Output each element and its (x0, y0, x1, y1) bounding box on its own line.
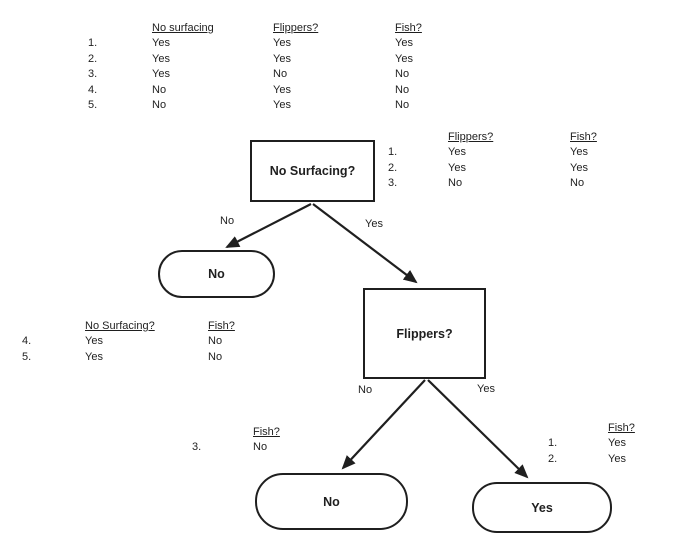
flippers-yes-subset-table: Fish? 1. Yes 2. Yes (548, 420, 668, 467)
table-cell: No (395, 83, 410, 96)
row-number: 1. (88, 37, 98, 50)
table-cell: Yes (395, 37, 413, 50)
column-header: Fish? (253, 425, 280, 438)
table-cell: No (570, 177, 585, 190)
node-label: No Surfacing? (269, 164, 356, 178)
table-cell: Yes (273, 52, 291, 65)
table-cell: Yes (152, 37, 170, 50)
table-cell: No (208, 335, 223, 348)
flippers-no-subset-table: Fish? 3. No (192, 424, 313, 455)
table-row: 3. Yes No No (88, 67, 455, 83)
table-row: 5. Yes No (22, 349, 268, 365)
table-cell: Yes (608, 437, 626, 450)
table-cell: No (253, 441, 268, 454)
row-number: 3. (388, 177, 398, 190)
table-cell: Yes (608, 452, 626, 465)
table-row: 1. Yes (548, 436, 668, 452)
table-cell: Yes (152, 52, 170, 65)
row-number: 1. (548, 437, 558, 450)
column-header: Flippers? (448, 130, 494, 143)
table-row: 2. Yes Yes (388, 160, 630, 176)
edge-flippers-no (341, 379, 426, 470)
table-cell: Yes (273, 99, 291, 112)
table-row: 1. Yes Yes Yes (88, 36, 455, 52)
column-header: Fish? (208, 319, 235, 332)
table-cell: Yes (273, 83, 291, 96)
leaf-node-no-left: No (158, 250, 275, 298)
column-header: No surfacing (152, 21, 214, 34)
table-row: 1. Yes Yes (388, 145, 630, 161)
flippers-decision-node: Flippers? (363, 288, 486, 379)
table-row: 3. No No (388, 176, 630, 192)
column-header: Flippers? (273, 21, 319, 34)
table-row: 2. Yes Yes Yes (88, 51, 455, 67)
row-number: 3. (192, 441, 202, 454)
table-cell: Yes (448, 161, 466, 174)
edge-label-root-yes: Yes (365, 218, 383, 230)
row-number: 2. (548, 452, 558, 465)
edge-label-flippers-yes: Yes (477, 383, 495, 395)
column-header: Fish? (395, 21, 422, 34)
column-header: Fish? (570, 130, 597, 143)
node-label: Yes (531, 500, 553, 515)
surfacing-yes-subset-table: Flippers? Fish? 1. Yes Yes 2. Yes Yes 3.… (388, 129, 630, 191)
node-label: No (323, 494, 340, 509)
row-number: 4. (88, 83, 98, 96)
table-cell: Yes (395, 52, 413, 65)
table-cell: Yes (570, 161, 588, 174)
row-number: 1. (388, 146, 398, 159)
table-cell: Yes (85, 350, 103, 363)
leaf-node-yes-bottom: Yes (472, 482, 612, 533)
table-cell: Yes (570, 146, 588, 159)
table-cell: No (395, 68, 410, 81)
table-cell: No (395, 99, 410, 112)
column-header: Fish? (608, 421, 635, 434)
edge-label-flippers-no: No (358, 384, 373, 396)
edge-root-no (225, 203, 312, 248)
table-cell: No (208, 350, 223, 363)
table-header-row: No Surfacing? Fish? (22, 318, 268, 334)
row-number: 2. (388, 161, 398, 174)
row-number: 4. (22, 335, 32, 348)
table-cell: Yes (152, 68, 170, 81)
node-label: Flippers? (396, 326, 453, 341)
row-number: 3. (88, 68, 98, 81)
row-number: 5. (88, 99, 98, 112)
table-header-row: Flippers? Fish? (388, 129, 630, 145)
leaf-node-no-bottom: No (255, 473, 408, 530)
table-row: 4. Yes No (22, 334, 268, 350)
surfacing-no-subset-table: No Surfacing? Fish? 4. Yes No 5. Yes No (22, 318, 268, 365)
table-cell: No (152, 83, 167, 96)
table-cell: Yes (85, 335, 103, 348)
row-number: 2. (88, 52, 98, 65)
table-cell: No (273, 68, 288, 81)
table-row: 2. Yes (548, 451, 668, 467)
table-row: 4. No Yes No (88, 82, 455, 98)
table-header-row: Fish? (548, 420, 668, 436)
table-row: 3. No (192, 440, 313, 456)
table-cell: Yes (448, 146, 466, 159)
root-decision-node: No Surfacing? (250, 140, 375, 202)
edge-label-root-no: No (220, 215, 235, 227)
full-dataset-table: No surfacing Flippers? Fish? 1. Yes Yes … (88, 20, 455, 113)
table-cell: No (152, 99, 167, 112)
table-header-row: Fish? (192, 424, 313, 440)
edge-root-yes (312, 203, 418, 284)
column-header: No Surfacing? (85, 319, 155, 332)
table-header-row: No surfacing Flippers? Fish? (88, 20, 455, 36)
row-number: 5. (22, 350, 32, 363)
table-cell: No (448, 177, 463, 190)
table-cell: Yes (273, 37, 291, 50)
node-label: No (208, 267, 225, 281)
table-row: 5. No Yes No (88, 98, 455, 114)
